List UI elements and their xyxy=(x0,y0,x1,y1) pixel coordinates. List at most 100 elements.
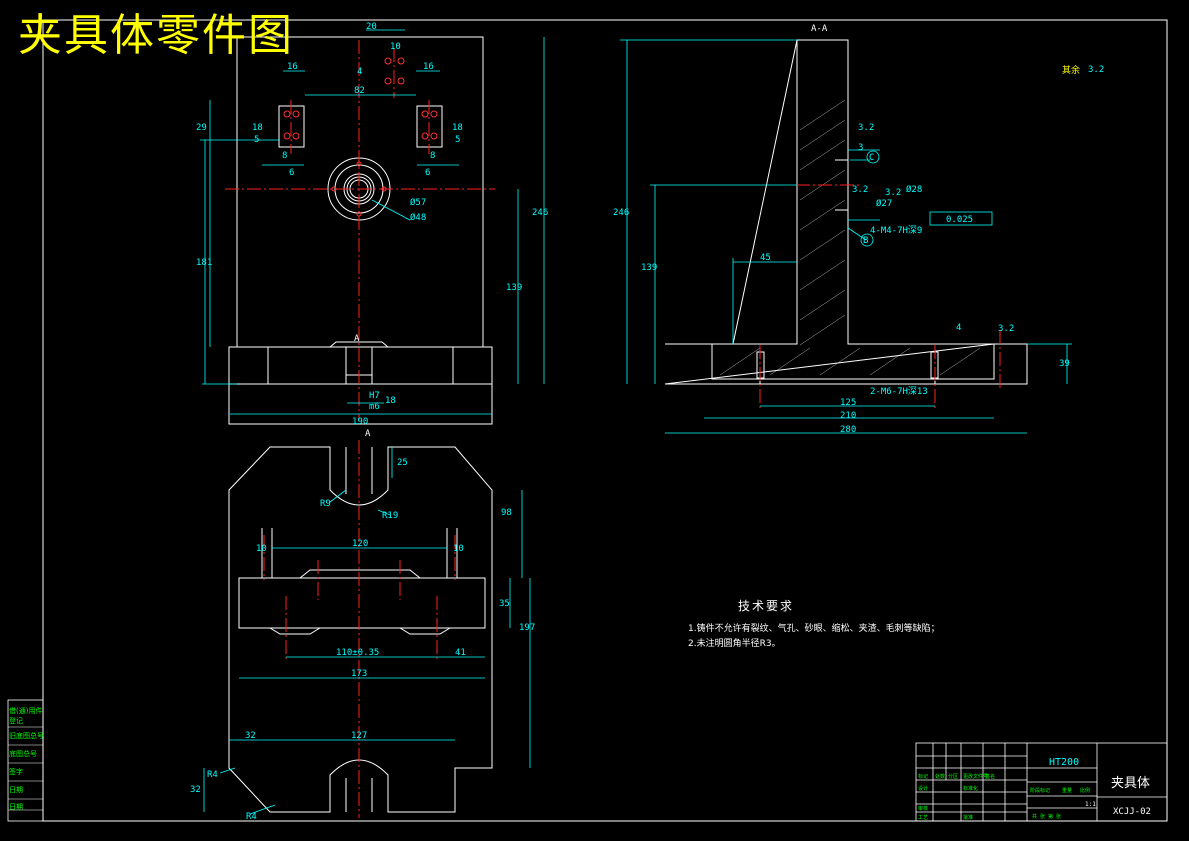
dim-6b: 6 xyxy=(425,168,430,178)
dim-dia57: Ø57 xyxy=(410,197,426,208)
top-dim-98: 98 xyxy=(501,508,512,518)
left-tab-1: 登记 xyxy=(9,717,23,725)
top-dim-10a: 10 xyxy=(256,544,267,554)
tb-approve: 批准 xyxy=(963,814,973,821)
front-centerlines xyxy=(225,40,495,420)
dim-16a: 16 xyxy=(287,62,298,72)
tb-design: 设计 xyxy=(918,785,928,792)
dim-181: 181 xyxy=(196,258,212,268)
tb-check: 审核 xyxy=(918,805,928,812)
tb-scale: 1:1 xyxy=(1085,801,1096,808)
sec-tolerance: 0.025 xyxy=(946,215,973,225)
notes-line-1: 1.铸件不允许有裂纹、气孔、砂眼、缩松、夹渣、毛刺等缺陷； xyxy=(688,624,940,634)
sec-dim-246: 246 xyxy=(613,208,629,218)
left-tab-6: 日期 xyxy=(9,803,23,811)
sec-callout-c: C xyxy=(869,153,874,163)
dim-dia48: Ø48 xyxy=(410,212,426,223)
tb-c3: 分区 xyxy=(948,773,958,780)
dim-16b: 16 xyxy=(423,62,434,72)
tolerance-frame xyxy=(929,211,993,226)
dim-18: 18 xyxy=(385,396,396,406)
top-dim-r19: R19 xyxy=(382,511,398,521)
tb-c1: 标记 xyxy=(918,773,928,780)
sec-dim-3: 3 xyxy=(858,143,863,153)
dim-82: 82 xyxy=(354,86,365,96)
sec-dim-45: 45 xyxy=(760,253,771,263)
tb-c5: 签名 xyxy=(985,773,995,780)
dim-8b: 8 xyxy=(430,151,435,161)
dim-8a: 8 xyxy=(282,151,287,161)
dim-5b: 5 xyxy=(455,135,460,145)
tb-process: 工艺 xyxy=(918,815,928,821)
fit-h7: H7 xyxy=(369,391,380,401)
top-dim-41: 41 xyxy=(455,648,466,658)
sec-r32d: 3.2 xyxy=(998,324,1014,334)
tb-ratio: 比例 xyxy=(1080,787,1090,794)
left-tab-3: 底图总号 xyxy=(9,750,37,758)
top-dim-10b: 10 xyxy=(453,544,464,554)
top-dim-r4b: R4 xyxy=(246,812,257,822)
top-dim-127: 127 xyxy=(351,731,367,741)
section-view xyxy=(664,39,1028,385)
top-dim-35: 35 xyxy=(499,599,510,609)
dim-18a: 18 xyxy=(252,123,263,133)
sec-r32b: 3.2 xyxy=(852,185,868,195)
section-centerlines xyxy=(759,184,1001,410)
left-tab-2: 旧底图总号 xyxy=(9,732,44,740)
roughness-note: 其余 xyxy=(1062,64,1080,76)
dim-246: 246 xyxy=(532,208,548,218)
top-dim-r4a: R4 xyxy=(207,770,218,780)
tb-sheets: 共 张 第 张 xyxy=(1032,813,1061,820)
left-tab-4: 签字 xyxy=(9,768,23,776)
left-tab-0: 借(通)用件 xyxy=(9,707,43,715)
tb-stage: 阶段标记 xyxy=(1030,787,1050,794)
dim-4: 4 xyxy=(357,67,362,77)
section-hatch xyxy=(719,99,981,376)
tb-stdz: 标准化 xyxy=(963,785,978,792)
sec-dim-125: 125 xyxy=(840,398,856,408)
notes-title: 技术要求 xyxy=(738,599,795,613)
top-dimensions xyxy=(203,447,531,815)
sec-thread-2: 2-M6-7H深13 xyxy=(870,386,928,397)
title-block xyxy=(915,742,1168,822)
left-tab-5: 日期 xyxy=(9,786,23,794)
dim-190: 190 xyxy=(352,417,368,427)
tb-c2: 处数 xyxy=(935,773,945,780)
sec-dim-39: 39 xyxy=(1059,359,1070,369)
sec-dim-139: 139 xyxy=(641,263,657,273)
notes-line-2: 2.未注明圆角半径R3。 xyxy=(688,639,781,649)
top-dim-173: 173 xyxy=(351,669,367,679)
sec-thread-4: 4-M4-7H深9 xyxy=(870,225,922,236)
sec-dim-210: 210 xyxy=(840,411,856,421)
sec-r32a: 3.2 xyxy=(858,123,874,133)
callout-c xyxy=(866,150,880,164)
dim-5a: 5 xyxy=(254,135,259,145)
outer-frame xyxy=(42,19,1168,822)
tb-material: HT200 xyxy=(1049,757,1079,768)
sec-dim-27: Ø27 xyxy=(876,198,892,209)
sec-dim-28: Ø28 xyxy=(906,184,922,195)
sec-callout-b: B xyxy=(863,236,868,246)
sec-dim-4: 4 xyxy=(956,323,961,333)
title-banner: 夹具体零件图 xyxy=(18,10,294,61)
tb-drawing-no: XCJJ-02 xyxy=(1113,807,1151,817)
section-dimensions xyxy=(620,39,1072,434)
view-a-label-top: A xyxy=(354,334,360,344)
dim-6a: 6 xyxy=(289,168,294,178)
view-a-label-bottom: A xyxy=(365,429,371,439)
technical-requirements: 技术要求 1.铸件不允许有裂纹、气孔、砂眼、缩松、夹渣、毛刺等缺陷； 2.未注明… xyxy=(688,597,940,652)
dim-20: 20 xyxy=(366,22,377,32)
top-dim-120: 120 xyxy=(352,539,368,549)
tb-c4: 更改文件号 xyxy=(963,773,988,780)
tb-part-name: 夹具体 xyxy=(1111,776,1150,791)
top-dim-32b: 32 xyxy=(190,785,201,795)
top-dim-r9: R9 xyxy=(320,499,331,509)
fit-m6: m6 xyxy=(369,402,380,412)
top-view xyxy=(228,446,493,813)
top-dim-110: 110±0.35 xyxy=(336,648,379,658)
dim-18b: 18 xyxy=(452,123,463,133)
top-dim-25: 25 xyxy=(397,458,408,468)
sec-r32c: 3.2 xyxy=(885,188,901,198)
tb-weight: 重量 xyxy=(1062,787,1072,794)
